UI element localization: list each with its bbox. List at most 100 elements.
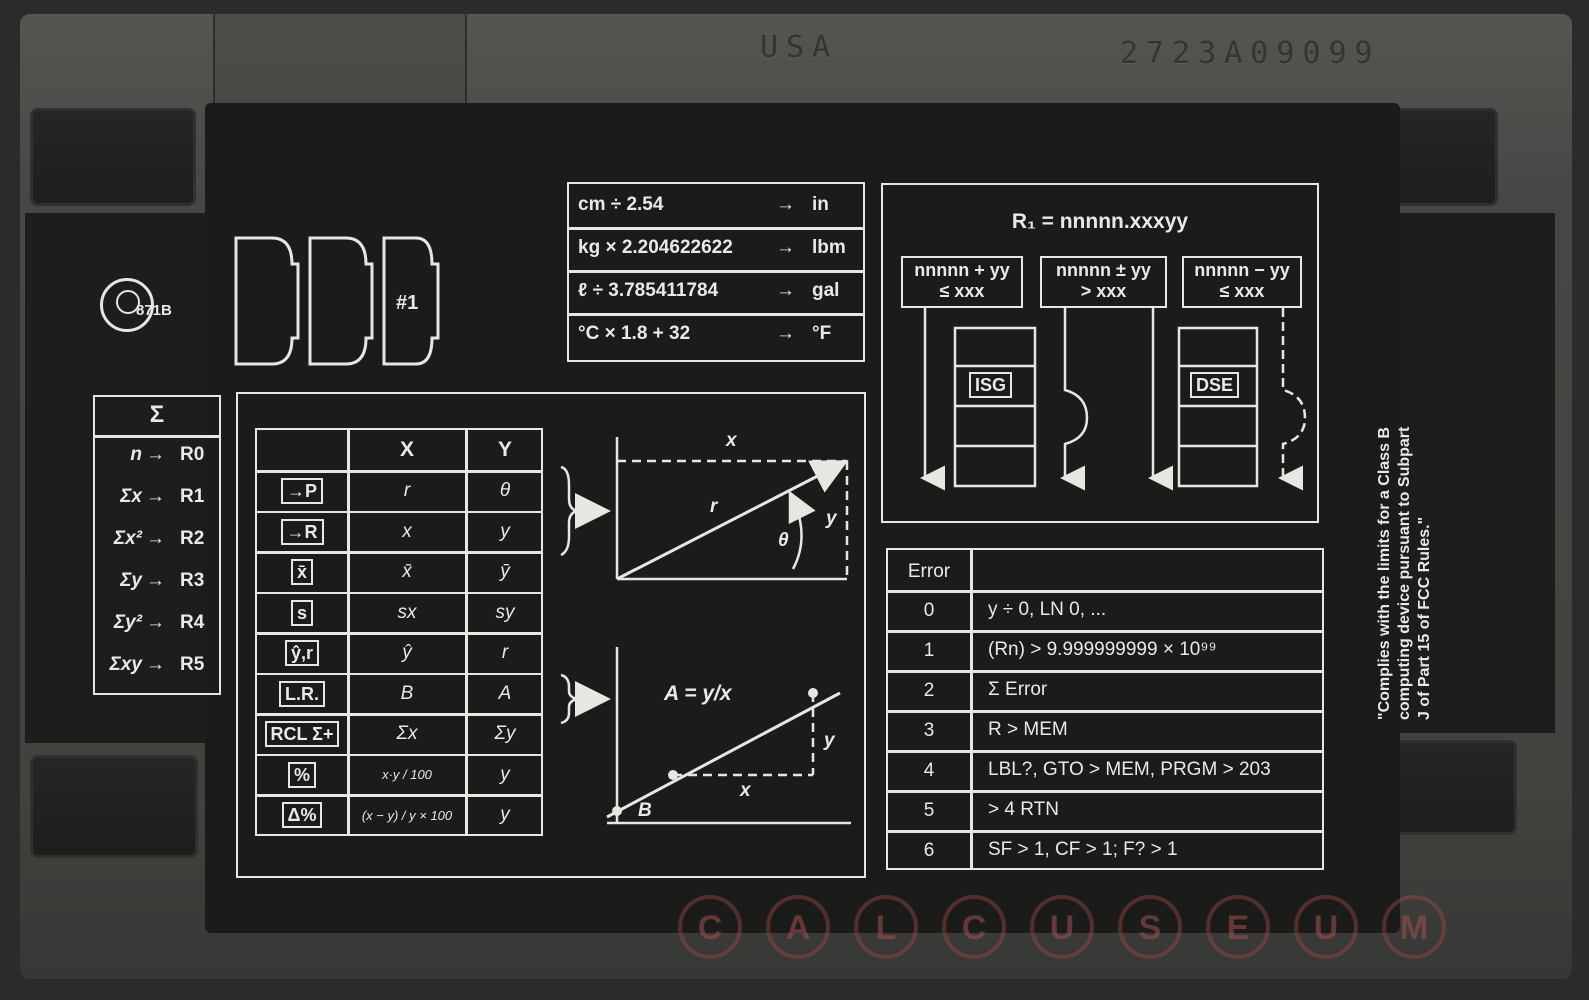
battery-orientation-icons <box>234 236 440 366</box>
func-y-value: r <box>501 642 509 663</box>
sum-row-left: Σx² <box>113 528 142 549</box>
func-row-divider <box>255 510 543 513</box>
error-description: SF > 1, CF > 1; F? > 1 <box>988 839 1178 860</box>
polar-y-label: y <box>826 508 837 529</box>
watermark-letter: C <box>678 895 742 959</box>
error-row-divider <box>886 710 1324 713</box>
func-key-label: Δ% <box>281 802 323 828</box>
mid-condition-box <box>1040 256 1167 308</box>
conversion-divider <box>567 227 865 230</box>
conversion-unit: in <box>812 194 829 215</box>
func-x-value: sx <box>397 601 417 623</box>
sum-row-register: R2 <box>180 528 205 549</box>
sum-row-register: R5 <box>180 654 205 675</box>
origin-text: USA <box>760 30 839 65</box>
lr-equation: A = y/x <box>664 682 732 705</box>
sum-row-left: Σy² <box>113 612 142 633</box>
serial-number: 2723A09099 <box>1120 36 1381 71</box>
error-code: 3 <box>923 720 935 741</box>
func-key-cell: s <box>257 595 347 631</box>
error-description: LBL?, GTO > MEM, PRGM > 203 <box>988 759 1271 780</box>
isg-key: ISG <box>969 372 1013 398</box>
func-key-label: s <box>290 599 313 626</box>
sum-table-divider <box>93 435 221 438</box>
func-y-value: A <box>498 682 512 704</box>
loop-title: R₁ = nnnnn.xxxyy <box>1011 210 1189 233</box>
conversion-expression: ℓ ÷ 3.785411784 <box>578 280 719 301</box>
error-description: > 4 RTN <box>988 799 1059 820</box>
func-x-value: x·y / 100 <box>382 767 432 782</box>
func-row-divider <box>255 713 543 716</box>
error-table <box>886 548 1324 870</box>
logo-code: 871B <box>136 302 172 319</box>
func-row-divider <box>255 672 543 675</box>
vector-diagrams <box>560 437 851 825</box>
error-code: 4 <box>923 760 935 781</box>
watermark-letter: A <box>766 895 830 959</box>
func-x-value: x <box>402 520 412 542</box>
error-code: 5 <box>923 800 935 821</box>
lr-y-label: y <box>824 730 835 751</box>
watermark-letter: U <box>1294 895 1358 959</box>
dse-cond-line1: nnnnn − yy <box>1194 260 1290 280</box>
conversion-expression: cm ÷ 2.54 <box>578 194 664 215</box>
func-key-label: % <box>287 761 316 788</box>
error-description: R > MEM <box>988 719 1068 740</box>
func-row-divider <box>255 632 543 635</box>
polar-r-label: r <box>710 496 718 517</box>
func-row-divider <box>255 794 543 797</box>
conversion-expression: kg × 2.204622622 <box>578 237 733 258</box>
func-row-divider <box>255 470 543 473</box>
lr-x-label: x <box>740 780 751 801</box>
error-description: Σ Error <box>988 679 1048 700</box>
error-code: 0 <box>923 600 935 621</box>
dse-condition-box <box>1182 256 1302 308</box>
sum-row-left: Σy <box>120 570 142 591</box>
arrow-icon: → <box>146 528 165 549</box>
sum-register-table <box>93 395 221 695</box>
watermark-letter: C <box>942 895 1006 959</box>
rubber-foot-top-left <box>30 108 196 206</box>
arrow-icon: → <box>146 654 165 675</box>
func-key-cell: ŷ,r <box>257 635 347 671</box>
dse-condition: nnnnn − yy ≤ xxx <box>1182 260 1302 302</box>
logo-icon <box>100 278 154 332</box>
arrow-icon: → <box>146 486 165 507</box>
func-key-cell: →R <box>257 514 347 550</box>
isg-key-label: ISG <box>969 372 1013 398</box>
arrow-icon: → <box>146 570 165 591</box>
conversion-divider <box>567 270 865 273</box>
func-key-label: x̄ <box>290 559 313 585</box>
sum-table-header: Σ <box>149 401 165 428</box>
error-description: (Rn) > 9.999999999 × 10⁹⁹ <box>988 639 1217 660</box>
fcc-line3: J of Part 15 of FCC Rules." <box>1416 516 1433 720</box>
error-description: y ÷ 0, LN 0, ... <box>988 599 1107 620</box>
func-key-cell: L.R. <box>257 676 347 712</box>
func-row-divider <box>255 753 543 756</box>
func-key-cell: % <box>257 757 347 793</box>
func-y-value: y <box>500 763 510 785</box>
rubber-foot-bottom-left <box>30 755 198 858</box>
sum-row-left: n <box>130 444 142 465</box>
error-row-divider <box>886 590 1324 593</box>
func-key-cell: RCL Σ+ <box>257 716 347 752</box>
conversion-unit: °F <box>812 323 832 344</box>
isg-dse-panel <box>881 183 1319 523</box>
error-row-divider <box>886 630 1324 633</box>
dse-cond-line2: ≤ xxx <box>1219 281 1265 301</box>
battery-label: #1 <box>396 292 419 314</box>
function-panel <box>236 392 866 878</box>
func-x-value: ŷ <box>402 642 412 663</box>
mid-cond-line1: nnnnn ± yy <box>1056 260 1151 280</box>
arrow-icon: → <box>776 194 795 215</box>
sum-row-left: Σx <box>120 486 142 507</box>
error-code: 2 <box>923 680 935 701</box>
func-key-label: →P <box>280 478 323 504</box>
conversion-divider <box>567 313 865 316</box>
conversion-unit: lbm <box>812 237 846 258</box>
polar-theta-label: θ <box>778 530 789 551</box>
isg-cond-line2: ≤ xxx <box>939 281 985 301</box>
func-col-x: X <box>399 438 414 461</box>
watermark-letter: U <box>1030 895 1094 959</box>
